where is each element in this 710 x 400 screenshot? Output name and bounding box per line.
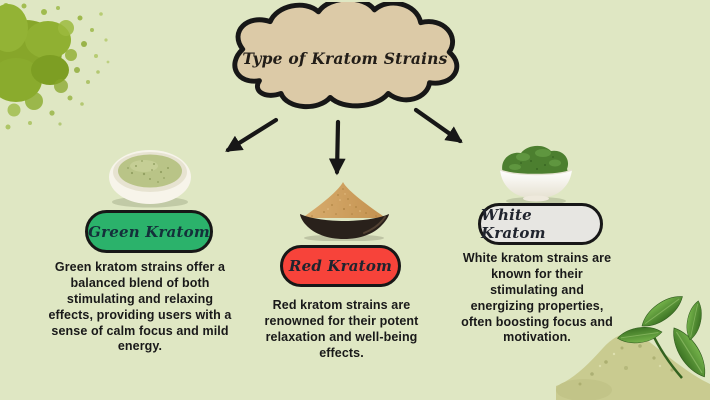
red-kratom-description: Red kratom strains are renowned for thei… <box>264 298 419 360</box>
green-kratom-description: Green kratom strains offer a balanced bl… <box>48 260 232 354</box>
green-kratom-badge: Green Kratom <box>85 210 213 253</box>
green-kratom-bowl-image <box>109 150 191 208</box>
title-cloud <box>226 0 462 122</box>
powder-splash-decoration <box>0 3 110 130</box>
powder-pile <box>556 333 710 400</box>
cloud-shape-icon <box>232 0 460 110</box>
red-kratom-badge: Red Kratom <box>280 245 401 287</box>
powder-splash-blobs <box>0 3 110 130</box>
page-title: Type of Kratom Strains <box>242 49 448 68</box>
cloud-outline <box>232 0 460 110</box>
kratom-leaves <box>617 296 706 379</box>
red-kratom-bowl-image <box>300 182 389 241</box>
white-kratom-description: White kratom strains are known for their… <box>461 251 613 345</box>
white-kratom-badge: White Kratom <box>478 203 603 245</box>
arrow-down-icon <box>328 119 346 176</box>
arrow-down-left-icon <box>225 117 279 153</box>
powder-pile-leaves-decoration <box>556 296 710 400</box>
white-kratom-bowl-image <box>499 145 573 205</box>
